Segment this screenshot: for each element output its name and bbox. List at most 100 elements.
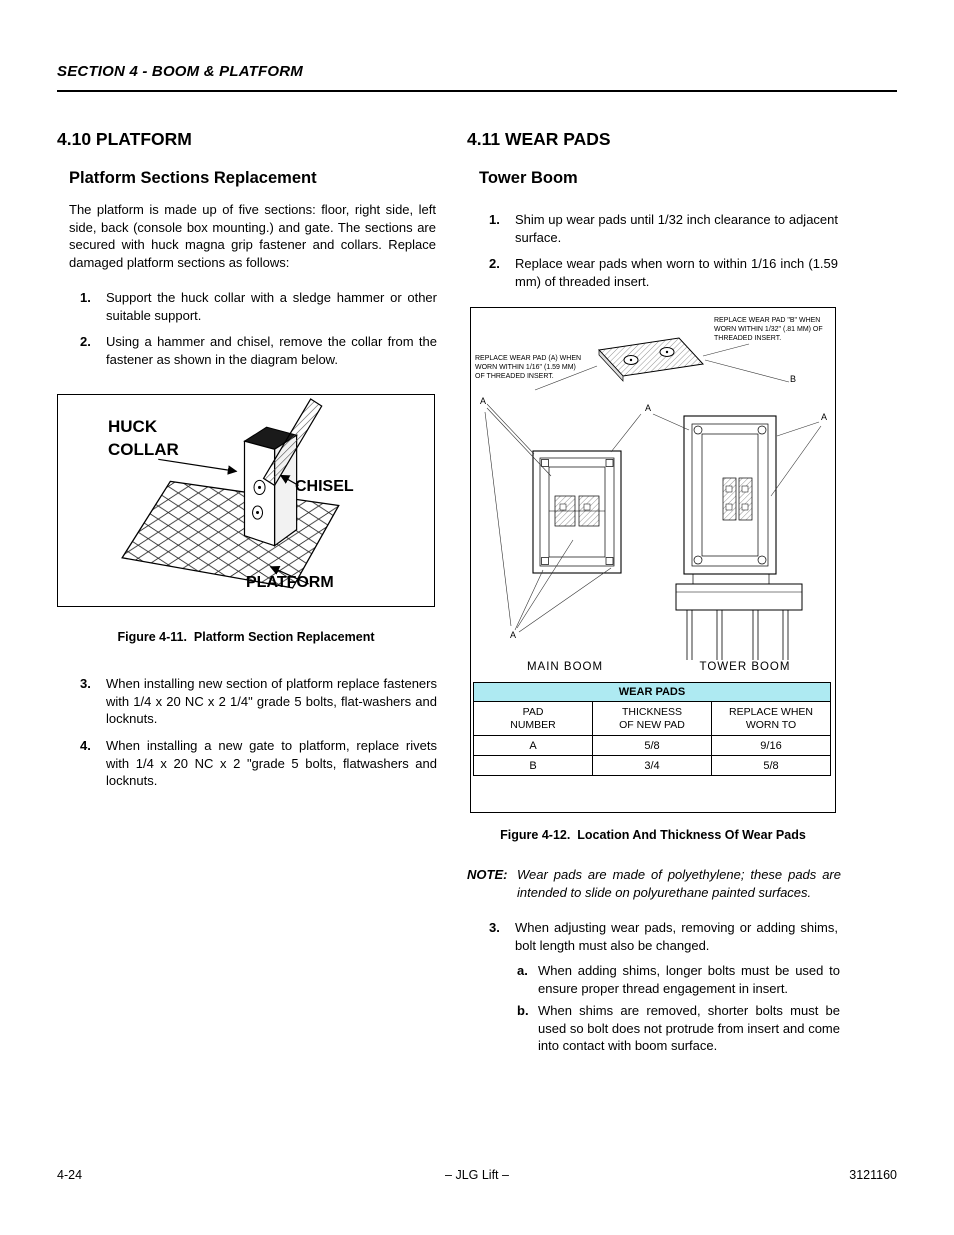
pad-bolt <box>725 503 733 511</box>
note-label: NOTE: <box>467 867 508 882</box>
pad-bolt <box>741 485 749 493</box>
subheading-tower-boom: Tower Boom <box>479 169 578 187</box>
col-header-thickness: THICKNESS OF NEW PAD <box>592 701 712 736</box>
leader-line <box>516 539 574 629</box>
label-huck-collar: HUCK COLLAR <box>108 417 179 459</box>
substep-letter: a. <box>517 963 528 978</box>
tower-boom-inner-frame <box>691 423 769 567</box>
wear-pads-diagram: A A A A B MAIN BOOM TOWER BOOM <box>480 337 827 673</box>
table-header-row: PAD NUMBER THICKNESS OF NEW PAD REPLACE … <box>473 701 831 736</box>
pad-hole-center <box>629 358 633 362</box>
wear-pad <box>722 477 737 521</box>
figure-4-11-box: HUCK COLLAR CHISEL PLATFORM <box>57 394 435 607</box>
platform-step-4: 4. When installing a new gate to platfor… <box>80 737 437 790</box>
figure-4-11-caption: Figure 4-11. Platform Section Replacemen… <box>117 630 375 644</box>
fastener-center <box>258 485 262 489</box>
marker-a: A <box>480 396 486 406</box>
note-block: NOTE: Wear pads are made of polyethylene… <box>467 866 841 901</box>
leader-line <box>518 567 612 633</box>
bolt-square <box>541 459 549 467</box>
leader-line <box>702 343 750 357</box>
wear-pad <box>738 477 753 521</box>
wear-pad-edge <box>598 349 624 382</box>
fastener-center <box>256 511 260 515</box>
wear-pads-substep-b: b. When shims are removed, shorter bolts… <box>517 1002 840 1055</box>
platform-intro-paragraph: The platform is made up of five sections… <box>69 202 436 270</box>
callout-wear-pad-a: REPLACE WEAR PAD (A) WHEN WORN WITHIN 1/… <box>475 355 582 380</box>
wear-pads-substep-a: a. When adding shims, longer bolts must … <box>517 962 840 997</box>
cell-replace-when: 9/16 <box>711 735 831 756</box>
heading-wear-pads: 4.11 WEAR PADS <box>467 129 611 149</box>
document-number: 3121160 <box>849 1168 897 1182</box>
marker-a: A <box>821 412 827 422</box>
pad-bolt <box>741 503 749 511</box>
huck-collar-arrow <box>158 458 238 475</box>
leader-line <box>610 413 642 453</box>
step-number: 1. <box>489 212 500 227</box>
cell-pad-number: A <box>473 735 593 756</box>
pad-bolt <box>559 503 567 511</box>
label-main-boom: MAIN BOOM <box>527 661 603 673</box>
step-number: 3. <box>489 920 500 935</box>
header-rule <box>57 90 897 92</box>
callout-wear-pad-b: REPLACE WEAR PAD "B" WHEN WORN WITHIN 1/… <box>714 317 823 342</box>
main-boom-outline <box>532 450 622 574</box>
label-tower-boom: TOWER BOOM <box>700 661 791 673</box>
col-header-replace-when: REPLACE WHEN WORN TO <box>711 701 831 736</box>
bolt-circle <box>757 555 767 565</box>
platform-step-3: 3. When installing new section of platfo… <box>80 675 437 728</box>
bolt-square <box>541 557 549 565</box>
subheading-platform-sections: Platform Sections Replacement <box>69 169 317 187</box>
leader-line <box>486 403 535 455</box>
marker-a: A <box>645 403 651 413</box>
section-header: SECTION 4 - BOOM & PLATFORM <box>57 63 303 80</box>
heading-platform: 4.10 PLATFORM <box>57 129 192 149</box>
step-number: 2. <box>489 256 500 271</box>
note-text: Wear pads are made of polyethylene; thes… <box>517 867 841 900</box>
cell-thickness: 3/4 <box>592 755 712 776</box>
substep-letter: b. <box>517 1003 529 1018</box>
cell-thickness: 5/8 <box>592 735 712 756</box>
figure-4-12-caption: Figure 4-12. Location And Thickness Of W… <box>500 828 806 842</box>
leader-line <box>776 421 820 437</box>
bolt-circle <box>693 555 703 565</box>
step-text: When installing new section of platform … <box>106 676 437 726</box>
main-boom-inner-frame <box>548 466 606 558</box>
platform-mesh-shape <box>121 480 340 589</box>
bolt-square <box>605 459 614 467</box>
marker-a: A <box>510 630 516 640</box>
step-text: When installing a new gate to platform, … <box>106 738 437 788</box>
main-boom-inner-frame <box>539 457 615 567</box>
wear-pads-step-3: 3. When adjusting wear pads, removing or… <box>489 919 838 954</box>
step-text: Replace wear pads when worn to within 1/… <box>515 256 838 289</box>
step-number: 2. <box>80 334 91 349</box>
chisel-shape <box>262 398 323 487</box>
label-chisel: CHISEL <box>295 478 354 495</box>
marker-b: B <box>790 374 796 384</box>
step-number: 1. <box>80 290 91 305</box>
substep-text: When adding shims, longer bolts must be … <box>538 963 840 996</box>
step-number: 4. <box>80 738 91 753</box>
step-text: When adjusting wear pads, removing or ad… <box>515 920 838 953</box>
footer-center: – JLG Lift – <box>445 1168 509 1182</box>
platform-step-2: 2. Using a hammer and chisel, remove the… <box>80 333 437 368</box>
col-header-pad-number: PAD NUMBER <box>473 701 593 736</box>
bolt-square <box>605 557 614 565</box>
platform-step-1: 1. Support the huck collar with a sledge… <box>80 289 437 324</box>
label-platform: PLATFORM <box>246 574 334 591</box>
page-number: 4-24 <box>57 1168 83 1182</box>
tower-boom-inner-frame <box>701 433 759 557</box>
cell-pad-number: B <box>473 755 593 776</box>
wear-pads-step-2: 2. Replace wear pads when worn to within… <box>489 255 838 290</box>
wear-pads-table: WEAR PADS PAD NUMBER THICKNESS OF NEW PA… <box>473 682 831 776</box>
leader-line <box>770 425 822 497</box>
step-number: 3. <box>80 676 91 691</box>
leader-line <box>704 359 790 383</box>
bolt-circle <box>693 425 703 435</box>
platform-arrow <box>269 565 309 585</box>
platform-replacement-diagram <box>121 398 340 589</box>
figure-4-12-box: A A A A B MAIN BOOM TOWER BOOM REPLACE W… <box>470 307 836 813</box>
leader-line <box>514 569 544 631</box>
step-text: Using a hammer and chisel, remove the co… <box>106 334 437 367</box>
